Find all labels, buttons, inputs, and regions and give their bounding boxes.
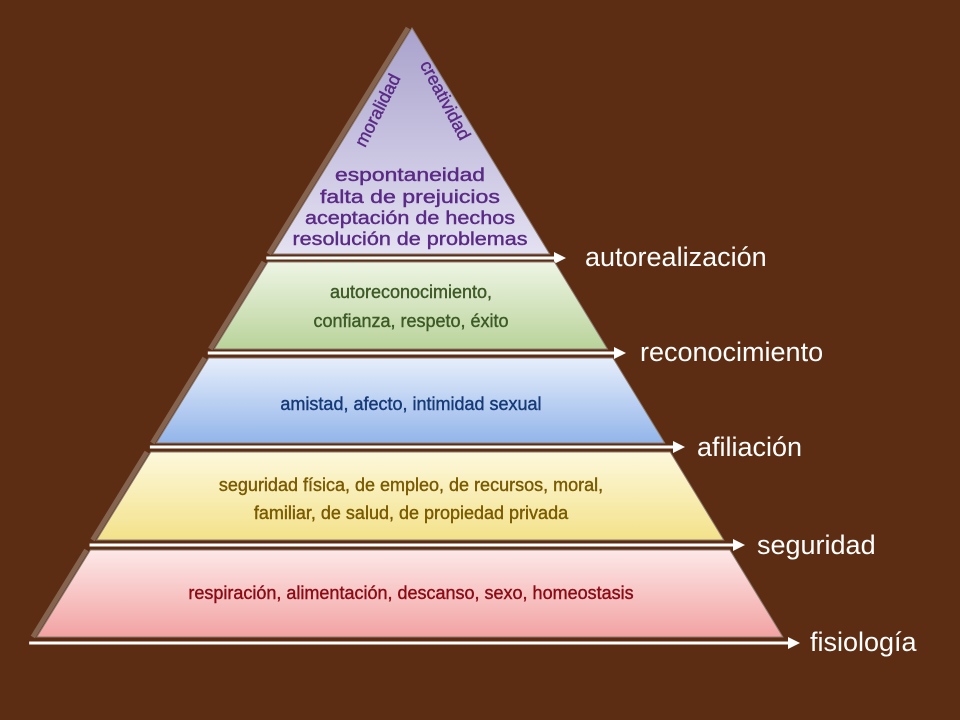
pyramid-level-2: [213, 261, 609, 350]
level-text-line: aceptación de hechos: [305, 208, 515, 228]
level-label: reconocimiento: [640, 337, 823, 367]
level-text-line: respiración, alimentación, descanso, sex…: [188, 583, 633, 603]
level-text-line: resolución de problemas: [293, 229, 528, 249]
level-edge-shadow: [208, 260, 266, 351]
level-label: seguridad: [757, 530, 876, 560]
arrow-head-icon: [673, 441, 685, 453]
level-edge-shadow: [150, 356, 207, 445]
level-text-line: familiar, de salud, de propiedad privada: [254, 503, 569, 523]
pyramid-level-1: [271, 27, 551, 255]
level-text-line: confianza, respeto, éxito: [313, 311, 508, 331]
level-edge-shadow: [30, 548, 89, 639]
level-text-line: amistad, afecto, intimidad sexual: [280, 394, 541, 414]
pyramid-level-3: [155, 357, 666, 444]
level-label: fisiología: [810, 627, 918, 657]
level-edge-shadow: [266, 26, 411, 256]
level-text-line: espontaneidad: [335, 165, 485, 185]
arrow-head-icon: [614, 347, 626, 359]
level-label: autorealización: [585, 242, 767, 272]
arrow-head-icon: [554, 252, 566, 264]
level-text-line: seguridad física, de empleo, de recursos…: [219, 475, 603, 495]
level-edge-shadow: [90, 450, 149, 542]
pyramid-level-5: [35, 549, 784, 638]
level-label: afiliación: [697, 432, 802, 462]
pyramid-level-4: [95, 451, 725, 541]
level-text-line: falta de prejuicios: [320, 187, 500, 207]
arrow-head-icon: [733, 539, 745, 551]
arrow-head-icon: [788, 637, 800, 649]
level-text-line: autoreconocimiento,: [330, 282, 492, 302]
